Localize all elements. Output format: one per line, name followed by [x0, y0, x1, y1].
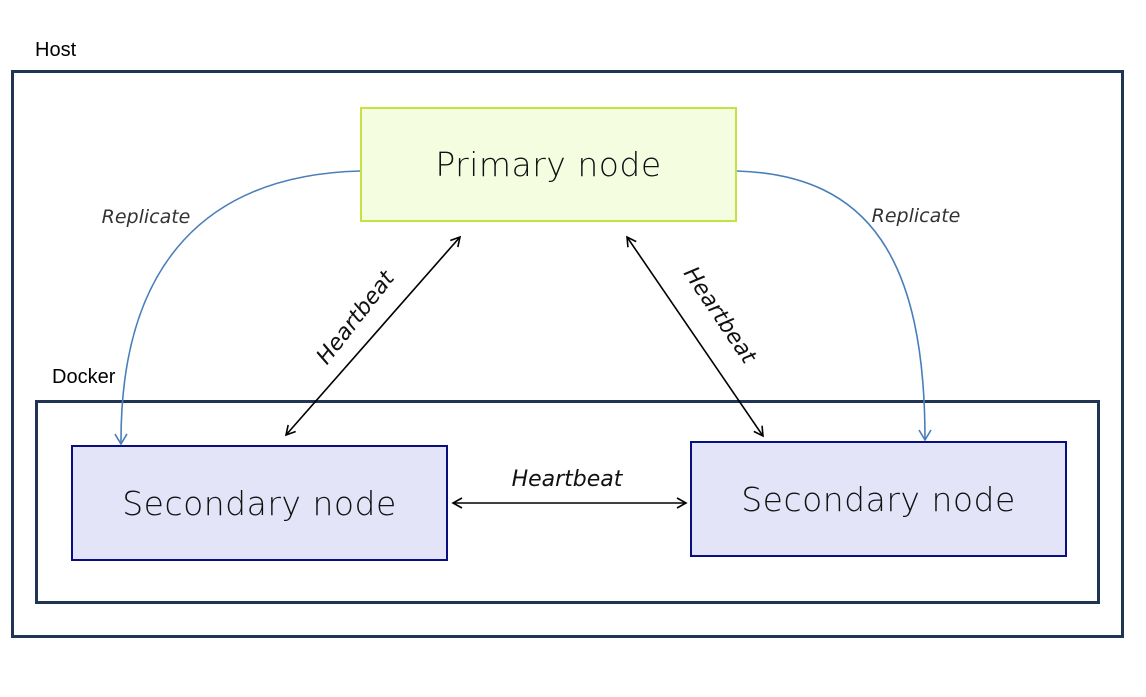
secondary-node-left-label: Secondary node	[122, 483, 397, 523]
host-container	[11, 70, 1124, 638]
replicate-left-label: Replicate	[102, 206, 191, 228]
replicate-right-arrow	[736, 170, 932, 442]
docker-label: Docker	[52, 366, 116, 388]
heartbeat-left-arrow	[284, 235, 462, 437]
host-label: Host	[35, 39, 77, 61]
heartbeat-right-arrow	[626, 235, 764, 438]
replicate-right-label: Replicate	[872, 205, 961, 227]
heartbeat-bottom-label: Heartbeat	[512, 467, 624, 492]
secondary-node-right: Secondary node	[690, 441, 1067, 557]
primary-node-label: Primary node	[435, 145, 662, 184]
replicate-left-arrow	[114, 170, 361, 446]
heartbeat-right-label: Heartbeat	[678, 262, 761, 369]
secondary-node-right-label: Secondary node	[741, 479, 1016, 519]
docker-container	[35, 400, 1100, 604]
secondary-node-left: Secondary node	[71, 445, 448, 561]
primary-node: Primary node	[360, 107, 737, 222]
